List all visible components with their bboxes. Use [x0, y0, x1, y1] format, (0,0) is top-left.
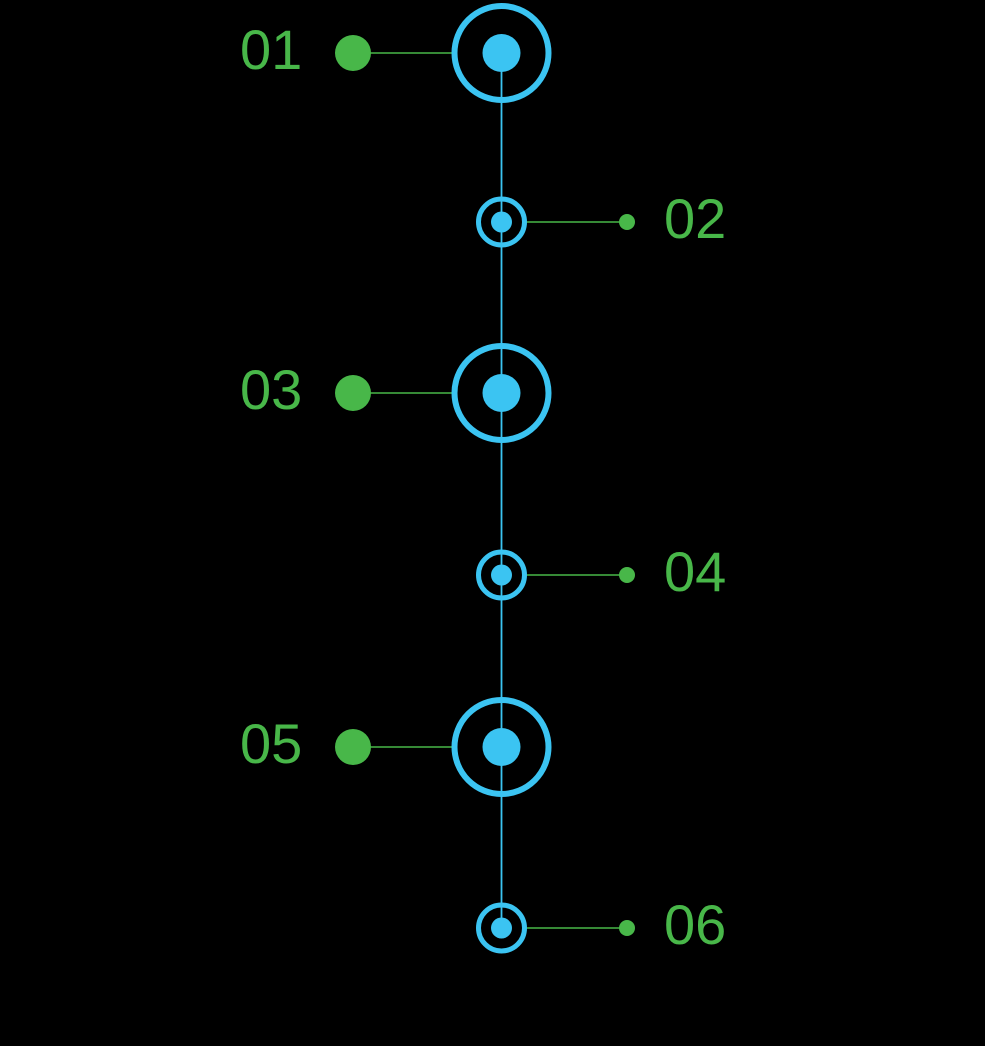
node-03-center-dot — [482, 374, 521, 412]
node-03-label: 03 — [240, 358, 303, 422]
node-03-ring — [451, 343, 552, 443]
node-01-marker-dot — [335, 35, 371, 71]
node-01-label: 01 — [240, 18, 303, 82]
node-02-marker-dot — [619, 214, 635, 230]
node-05-marker-dot — [335, 729, 371, 765]
node-02-label: 02 — [664, 187, 727, 251]
node-06-center-dot — [491, 917, 512, 939]
node-06-ring — [476, 902, 527, 954]
node-04-center-dot — [491, 564, 512, 586]
node-03-marker-dot — [335, 375, 371, 411]
node-05-ring — [451, 697, 552, 797]
node-05-center-dot — [482, 728, 521, 766]
node-01-center-dot — [482, 34, 521, 72]
node-02-ring — [476, 196, 527, 248]
node-02-center-dot — [491, 211, 512, 233]
node-01-ring — [451, 3, 552, 103]
node-04-ring — [476, 549, 527, 601]
node-06-label: 06 — [664, 893, 727, 957]
node-04-label: 04 — [664, 540, 727, 604]
node-05-label: 05 — [240, 712, 303, 776]
node-06-marker-dot — [619, 920, 635, 936]
node-04-marker-dot — [619, 567, 635, 583]
